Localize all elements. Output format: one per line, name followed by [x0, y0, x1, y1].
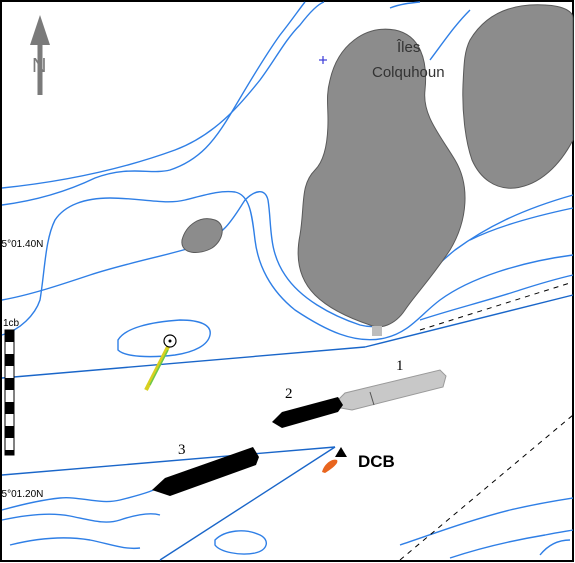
dashed-limit-line	[419, 281, 574, 331]
dashed-limit-line	[399, 414, 574, 561]
island-west	[297, 28, 466, 328]
latitude-label-lower: 45°01.20N	[0, 489, 43, 500]
waypoint-dot	[168, 339, 172, 343]
vessel-2-label: 2	[285, 386, 293, 402]
depth-contour	[429, 9, 471, 61]
vessel-1-label: 1	[396, 358, 404, 374]
channel-line	[159, 446, 336, 561]
channel-boundaries	[1, 294, 574, 561]
channel-line	[364, 294, 574, 348]
depth-contour	[469, 207, 574, 241]
depth-contour	[9, 537, 141, 550]
dcb-triangle-icon[interactable]	[335, 447, 347, 457]
position-cross-icon	[319, 56, 327, 64]
depth-contour	[1, 1, 306, 206]
depth-contour	[117, 319, 211, 358]
depth-contour	[1, 1, 325, 189]
vessel-1-divider	[369, 391, 375, 406]
vessel-track	[144, 342, 172, 391]
dcb-label: DCB	[358, 452, 395, 471]
scale-bar	[4, 329, 15, 456]
north-label: N	[32, 55, 46, 77]
depth-contour	[419, 274, 574, 321]
vessel-3-label: 3	[178, 442, 186, 458]
depth-contour	[1, 190, 574, 341]
depth-contour	[214, 530, 267, 555]
vessel-3[interactable]	[152, 447, 259, 496]
channel-line	[1, 346, 366, 379]
north-arrow-icon: N	[30, 15, 50, 95]
depth-contour	[449, 529, 574, 559]
depth-contour	[399, 497, 574, 546]
islet	[181, 218, 223, 253]
vessel-2[interactable]	[272, 397, 343, 428]
dcb-vessel-icon[interactable]	[322, 459, 338, 473]
scale-label: 1cb	[3, 318, 20, 329]
channel-line	[1, 446, 336, 476]
island-shoal	[372, 326, 382, 336]
latitude-label-upper: 45°01.40N	[0, 239, 43, 250]
vessel-1[interactable]	[337, 369, 447, 411]
island-east	[462, 4, 574, 189]
land-masses	[181, 4, 574, 328]
island-name-line1: Îles	[396, 39, 420, 56]
dashed-limits	[399, 281, 574, 561]
depth-contour	[539, 539, 571, 556]
depth-contour	[389, 1, 421, 9]
depth-contour	[1, 513, 161, 523]
island-name-line2: Colquhoun	[372, 64, 445, 81]
